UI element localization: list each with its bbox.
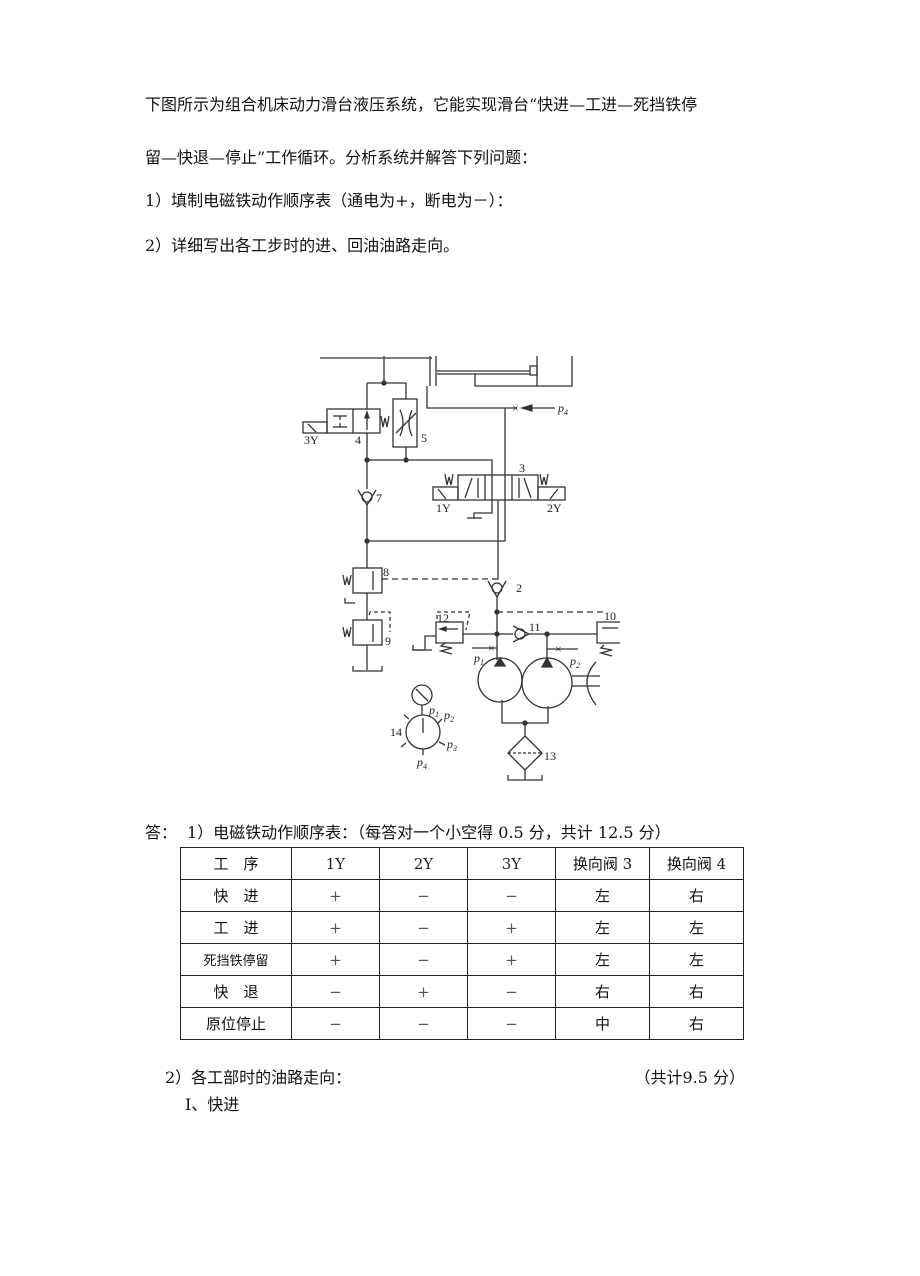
filter-13 (507, 735, 543, 781)
solenoid-sequence-table: 工 序 1Y 2Y 3Y 换向阀 3 换向阀 4 快 进 + − − 左 右 工… (180, 847, 744, 1040)
svg-text:2: 2 (516, 581, 522, 595)
table-cell: 快 进 (180, 879, 292, 912)
table-header: 换向阀 3 (555, 847, 650, 880)
table-cell: 左 (555, 943, 650, 976)
table-cell: − (467, 975, 556, 1008)
svg-text:13: 13 (544, 749, 556, 763)
svg-text:p1: p1 (428, 703, 439, 719)
pressure-gauge-14 (400, 684, 446, 755)
table-header: 工 序 (180, 847, 292, 880)
table-header: 1Y (291, 847, 380, 880)
table-cell: + (467, 943, 556, 976)
question-2: 2）详细写出各工步时的进、回油油路走向。 (145, 236, 460, 255)
svg-text:p3: p3 (446, 737, 457, 753)
table-cell: − (467, 879, 556, 912)
directional-valve-3 (432, 473, 566, 501)
table-cell: + (291, 911, 380, 944)
svg-text:5: 5 (421, 431, 427, 445)
table-cell: 工 进 (180, 911, 292, 944)
table-cell: 右 (649, 975, 744, 1008)
svg-text:2Y: 2Y (547, 501, 562, 515)
svg-text:10: 10 (604, 609, 616, 623)
svg-text:4: 4 (355, 433, 361, 447)
check-valve-11 (512, 625, 531, 643)
table-cell: − (291, 975, 380, 1008)
answer-prefix: 答： (145, 823, 178, 842)
table-cell: 右 (649, 879, 744, 912)
table-row: 死挡铁停留 + − + 左 左 (180, 943, 744, 976)
question-line-2: 留—快退—停止”工作循环。分析系统并解答下列问题： (145, 148, 538, 167)
table-cell: − (291, 1007, 380, 1040)
table-cell: 右 (555, 975, 650, 1008)
check-valve-2 (487, 580, 507, 599)
svg-text:11: 11 (529, 620, 541, 634)
answer-part2-title: 2）各工部时的油路走向： (165, 1068, 352, 1087)
svg-text:p1: p1 (473, 651, 484, 667)
table-cell: 左 (649, 943, 744, 976)
table-header-row: 工 序 1Y 2Y 3Y 换向阀 3 换向阀 4 (180, 847, 744, 880)
hydraulic-circuit-diagram: × p4 3Y 4 5 3 1Y 2Y (302, 356, 620, 781)
svg-text:×: × (555, 642, 562, 656)
throttle-valve-5 (392, 398, 418, 448)
valve-9 (342, 611, 391, 672)
table-cell: + (291, 943, 380, 976)
table-cell: 左 (649, 911, 744, 944)
table-cell: − (467, 1007, 556, 1040)
table-cell: − (379, 943, 468, 976)
table-row: 工 进 + − + 左 左 (180, 911, 744, 944)
table-cell: + (379, 975, 468, 1008)
svg-text:×: × (512, 401, 519, 415)
table-cell: 中 (555, 1007, 650, 1040)
relief-valve-12 (412, 611, 471, 655)
double-pump (477, 656, 600, 736)
table-row: 原位停止 − − − 中 右 (180, 1007, 744, 1040)
valve-4 (302, 408, 390, 434)
svg-text:p4: p4 (557, 401, 568, 417)
table-cell: − (379, 879, 468, 912)
table-cell: 快 退 (180, 975, 292, 1008)
unloading-valve-10 (596, 621, 620, 657)
svg-text:12: 12 (437, 611, 449, 625)
check-valve-7 (357, 489, 377, 507)
svg-text:1Y: 1Y (436, 501, 451, 515)
question-1: 1）填制电磁铁动作顺序表（通电为+，断电为－）： (145, 191, 513, 210)
svg-text:9: 9 (385, 634, 391, 648)
table-cell: − (379, 911, 468, 944)
svg-text:p4: p4 (416, 755, 427, 771)
table-cell: 原位停止 (180, 1007, 292, 1040)
table-row: 快 退 − + − 右 右 (180, 975, 744, 1008)
svg-text:×: × (488, 641, 495, 655)
question-line-1: 下图所示为组合机床动力滑台液压系统，它能实现滑台“快进—工进—死挡铁停 (145, 95, 698, 114)
cylinder (320, 356, 573, 387)
answer-part2-score: （共计9.5 分） (634, 1068, 745, 1087)
svg-text:p2: p2 (443, 708, 454, 724)
table-header: 2Y (379, 847, 468, 880)
table-cell: 死挡铁停留 (180, 943, 292, 976)
svg-text:3Y: 3Y (304, 433, 319, 447)
answer-part1-title: 1）电磁铁动作顺序表：（每答对一个小空得 0.5 分，共计 12.5 分） (187, 823, 671, 842)
svg-text:p2: p2 (569, 654, 580, 670)
table-cell: + (467, 911, 556, 944)
valve-8 (342, 567, 497, 604)
answer-step-1: I、快进 (185, 1095, 240, 1114)
table-cell: 左 (555, 879, 650, 912)
svg-text:3: 3 (519, 461, 525, 475)
table-cell: 右 (649, 1007, 744, 1040)
svg-text:14: 14 (390, 725, 402, 739)
table-cell: 左 (555, 911, 650, 944)
table-header: 3Y (467, 847, 556, 880)
table-cell: + (291, 879, 380, 912)
table-header: 换向阀 4 (649, 847, 744, 880)
svg-text:7: 7 (376, 491, 382, 505)
svg-text:8: 8 (383, 565, 389, 579)
table-row: 快 进 + − − 左 右 (180, 879, 744, 912)
table-cell: − (379, 1007, 468, 1040)
